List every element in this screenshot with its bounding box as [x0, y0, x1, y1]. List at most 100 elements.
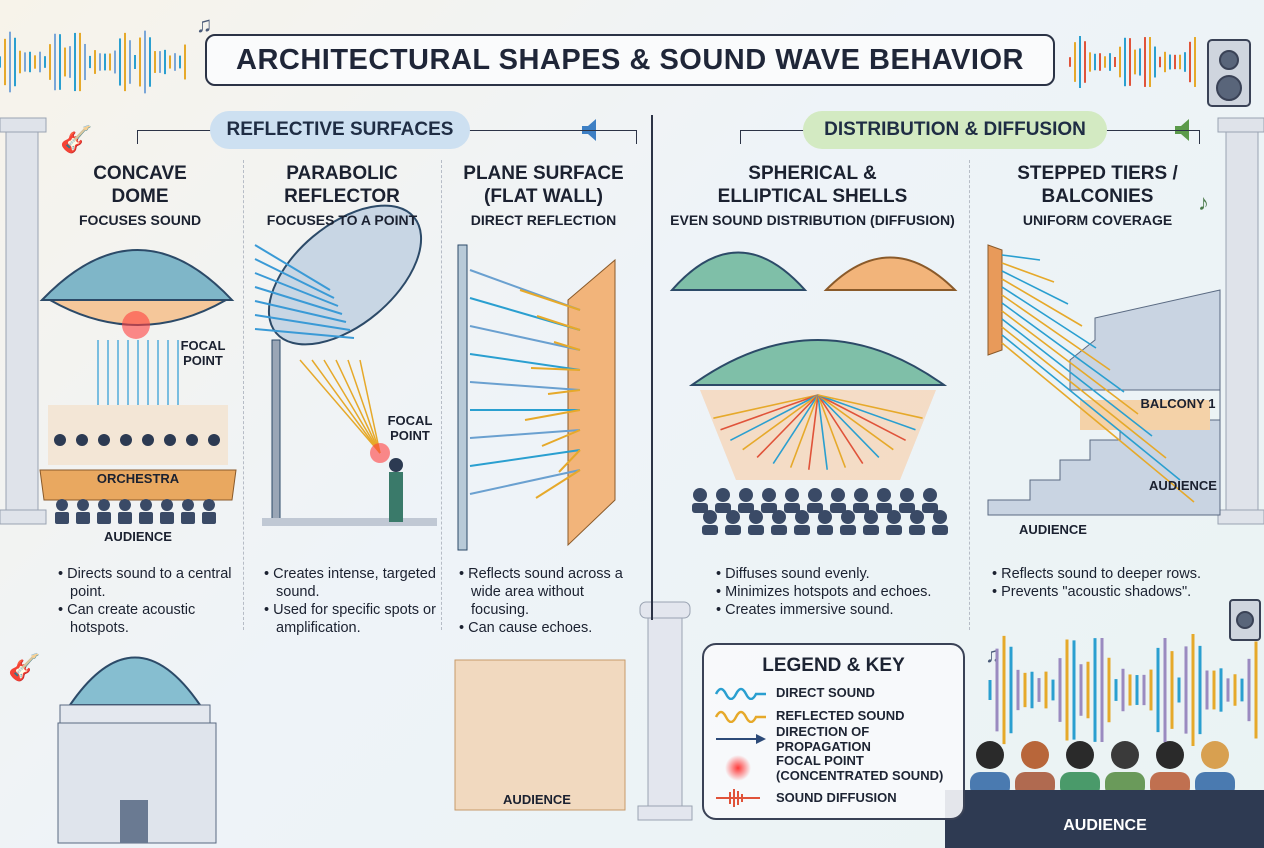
audience-member [933, 510, 947, 524]
reflected-ray [553, 341, 581, 351]
audience-member [932, 525, 948, 535]
reflected-ray [323, 359, 381, 454]
sound-ray [1001, 318, 1153, 437]
audience-label: AUDIENCE [503, 792, 571, 807]
speaker-icon [1207, 39, 1251, 107]
musician [54, 434, 66, 446]
legend-item-direct-sound: DIRECT SOUND [714, 681, 963, 704]
bullet-item: Directs sound to a central point. [58, 565, 238, 601]
audience-member [748, 525, 764, 535]
audience-member [140, 499, 152, 511]
musician [98, 434, 110, 446]
reflected-ray [347, 359, 381, 454]
spherical-shells-illustration [669, 251, 958, 535]
audience-member [182, 499, 194, 511]
audience-member [55, 512, 69, 524]
plane-surface-illustration [454, 244, 626, 811]
bullet-item: Reflects sound across a wide area withou… [459, 565, 639, 619]
audience-label: AUDIENCE [1063, 817, 1147, 834]
parabolic-reflector-illustration [254, 204, 437, 526]
sound-ray [1001, 286, 1097, 349]
legend-item-direction: DIRECTION OF PROPAGATION [714, 724, 963, 754]
sound-ray [1001, 294, 1111, 371]
audience-member [118, 512, 132, 524]
page-title: ARCHITECTURAL SHAPES & SOUND WAVE BEHAVI… [205, 34, 1055, 86]
bottom-audience-illustration [945, 741, 1264, 848]
audience-member [864, 510, 878, 524]
audience-member [1111, 741, 1139, 769]
audience-member [692, 503, 708, 513]
pillar-center-icon [637, 601, 693, 821]
audience-member [910, 510, 924, 524]
sound-ray [469, 381, 581, 391]
legend-label-line: (CONCENTRATED SOUND) [776, 768, 944, 783]
legend-label: SOUND DIFFUSION [776, 790, 897, 805]
bullet-item: Creates immersive sound. [716, 601, 966, 619]
bullet-item: Minimizes hotspots and echoes. [716, 583, 966, 601]
audience-member [887, 510, 901, 524]
audience-member [725, 525, 741, 535]
audience-member [818, 510, 832, 524]
speaker-small-icon [1229, 599, 1261, 641]
diffused-ray [817, 394, 847, 468]
section-reflective-surfaces: REFLECTIVE SURFACES [210, 111, 470, 149]
reflected-ray [299, 359, 381, 454]
sound-ray [254, 286, 343, 315]
sound-ray [469, 325, 581, 351]
diffused-ray [772, 394, 819, 464]
musician [164, 434, 176, 446]
sound-ray [469, 449, 581, 467]
audience-member [1021, 741, 1049, 769]
column-heading: CONCAVE [93, 163, 187, 184]
musician [142, 434, 154, 446]
sound-ray [1001, 262, 1055, 283]
diffused-ray [817, 394, 906, 442]
column-subtitle: FOCUSES TO A POINT [266, 212, 418, 228]
focal-point-label: FOCAL POINT [180, 338, 226, 368]
audience-label: AUDIENCE [104, 529, 172, 544]
audience-member [762, 488, 776, 502]
audience-member [900, 488, 914, 502]
reflected-ray [311, 359, 381, 454]
reflected-ray [530, 367, 581, 371]
bullet-item: Reflects sound to deeper rows. [992, 565, 1242, 583]
column-subtitle: DIRECT REFLECTION [470, 212, 617, 228]
plane-surface-bullets: Reflects sound across a wide area withou… [459, 565, 639, 637]
audience-member [119, 499, 131, 511]
diffused-ray [808, 394, 819, 470]
sound-ray [254, 244, 331, 291]
column-divider [441, 160, 442, 630]
sound-ray [1001, 342, 1195, 503]
audience-member [726, 510, 740, 524]
audience-member [1066, 741, 1094, 769]
audience-member [795, 510, 809, 524]
diffused-ray [817, 394, 894, 451]
legend-label: FOCAL POINT(CONCENTRATED SOUND) [776, 753, 943, 783]
section-distribution-diffusion: DISTRIBUTION & DIFFUSION [803, 111, 1107, 149]
sound-ray [1001, 310, 1139, 415]
bullet-item: Diffuses sound evenly. [716, 565, 966, 583]
audience-member [772, 510, 786, 524]
diffused-ray [817, 394, 828, 470]
spherical-shells-bullets: Diffuses sound evenly. Minimizes hotspot… [716, 565, 966, 619]
reflected-ray [524, 409, 581, 421]
diffused-ray [817, 394, 916, 431]
audience-member [830, 503, 846, 513]
column-heading: PLANE SURFACE [463, 163, 624, 184]
column-heading: ELLIPTICAL SHELLS [717, 186, 908, 207]
focal-point-label: FOCAL POINT [387, 413, 433, 443]
reflected-ray [359, 359, 381, 454]
audience-member [703, 510, 717, 524]
sound-ray [1001, 302, 1125, 393]
column-divider [969, 160, 970, 630]
audience-label: AUDIENCE [1149, 478, 1217, 493]
legend-label: DIRECT SOUND [776, 685, 875, 700]
sound-diffusion-icon [716, 788, 760, 807]
column-heading: STEPPED TIERS / [1017, 163, 1178, 184]
audience-member [909, 525, 925, 535]
stepped-tiers-illustration [987, 244, 1221, 516]
reflected-ray [535, 469, 581, 499]
audience-member [854, 488, 868, 502]
audience-member [77, 499, 89, 511]
musician [208, 434, 220, 446]
